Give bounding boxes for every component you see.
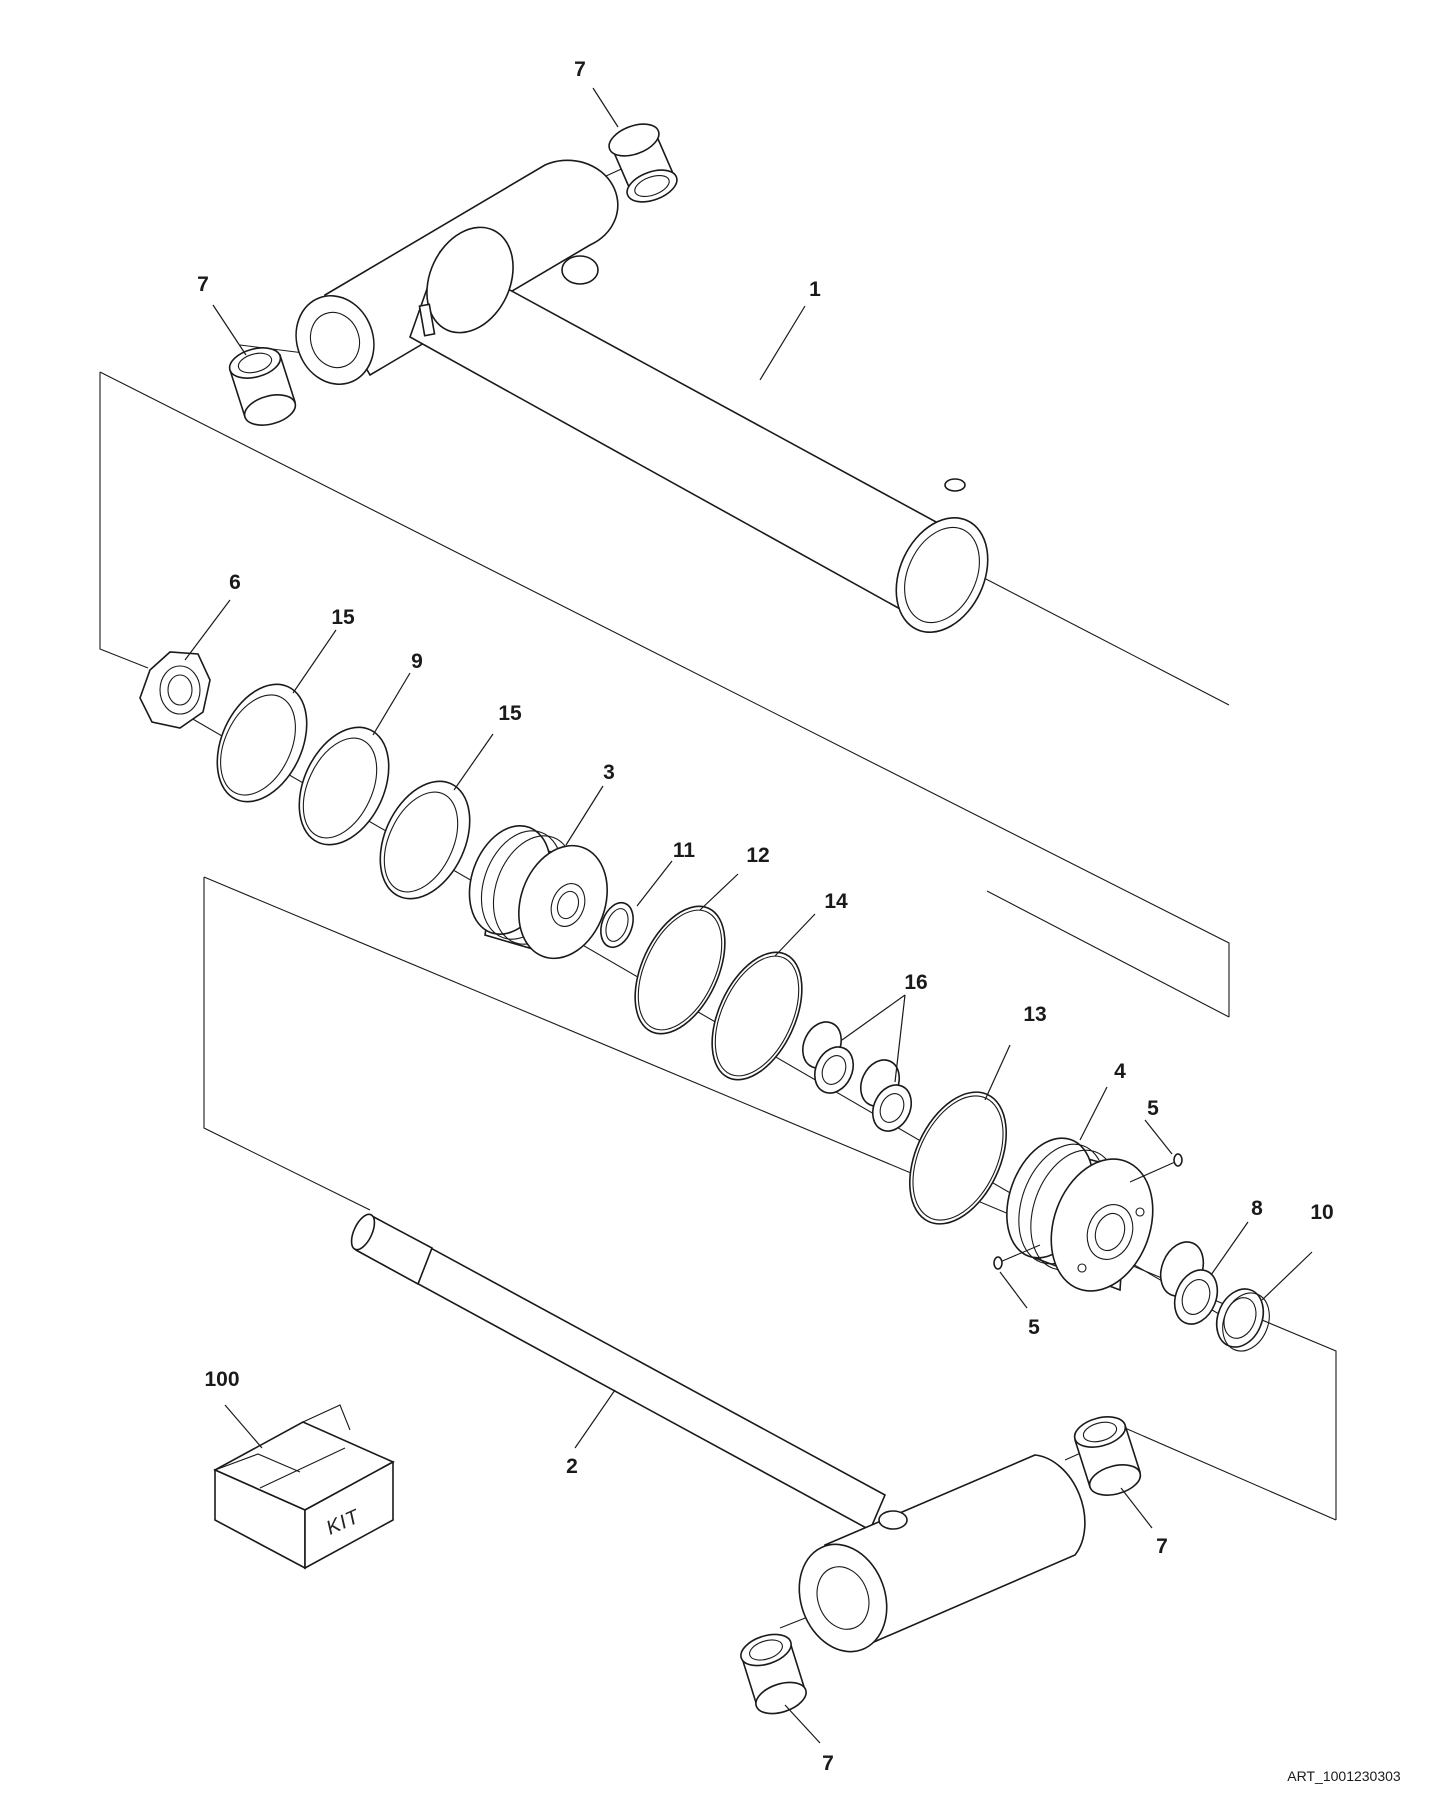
piston-part-3 (468, 824, 608, 960)
nut-part-6 (139, 651, 211, 729)
kit-box-part-100: KIT (213, 1404, 395, 1570)
callout-7: 7 (822, 1752, 834, 1775)
ring-part-15-second (379, 780, 471, 900)
callout-2: 2 (566, 1455, 578, 1478)
set-screw-part-5-upper (1129, 1153, 1183, 1183)
callout-15: 15 (498, 702, 522, 725)
set-screw-part-5-lower (993, 1244, 1041, 1270)
callout-1: 1 (809, 278, 821, 301)
rod-part-2 (350, 1213, 1086, 1653)
callout-8: 8 (1251, 1197, 1263, 1220)
callout-9: 9 (411, 650, 423, 673)
callout-6: 6 (229, 571, 241, 594)
bushing-part-7-lower-left (740, 1633, 807, 1715)
callout-5: 5 (1147, 1097, 1159, 1120)
barrel-part-1 (295, 159, 989, 634)
bushing-part-7-lower-right (1073, 1416, 1142, 1496)
ring-part-15-first (216, 683, 308, 803)
callout-100: 100 (204, 1368, 239, 1391)
bushing-part-7-upper-right (608, 123, 678, 203)
callout-12: 12 (746, 844, 769, 867)
rod-assembly-frame (203, 876, 1337, 1521)
callout-3: 3 (603, 761, 615, 784)
ring-part-14 (711, 951, 803, 1081)
callout-10: 10 (1310, 1201, 1333, 1224)
callout-leader-lines (184, 87, 1313, 1744)
barrel-assembly-frame (99, 371, 1230, 1018)
callout-7: 7 (197, 273, 209, 296)
callout-7: 7 (574, 58, 586, 81)
callout-14: 14 (824, 890, 848, 913)
art-reference-number: ART_1001230303 (1287, 1768, 1401, 1784)
bushing-part-7-upper-left (228, 347, 297, 426)
seal-part-16-first (801, 1021, 855, 1094)
o-ring-part-11 (600, 901, 634, 949)
callout-labels: 7 7 1 6 15 9 15 3 11 12 14 16 13 4 5 8 1… (197, 58, 1334, 1775)
callout-5: 5 (1028, 1316, 1040, 1339)
callout-13: 13 (1023, 1003, 1046, 1026)
wiper-part-10 (1215, 1288, 1270, 1352)
ring-part-12 (634, 905, 726, 1035)
seal-part-16-second (859, 1059, 913, 1132)
callout-16: 16 (904, 971, 927, 994)
wear-ring-part-8 (1159, 1241, 1219, 1325)
callout-15: 15 (331, 606, 355, 629)
callout-7: 7 (1156, 1535, 1168, 1558)
head-gland-part-4 (1006, 1137, 1154, 1292)
callout-11: 11 (673, 839, 696, 862)
ring-part-9 (298, 726, 390, 846)
callout-4: 4 (1114, 1060, 1126, 1083)
